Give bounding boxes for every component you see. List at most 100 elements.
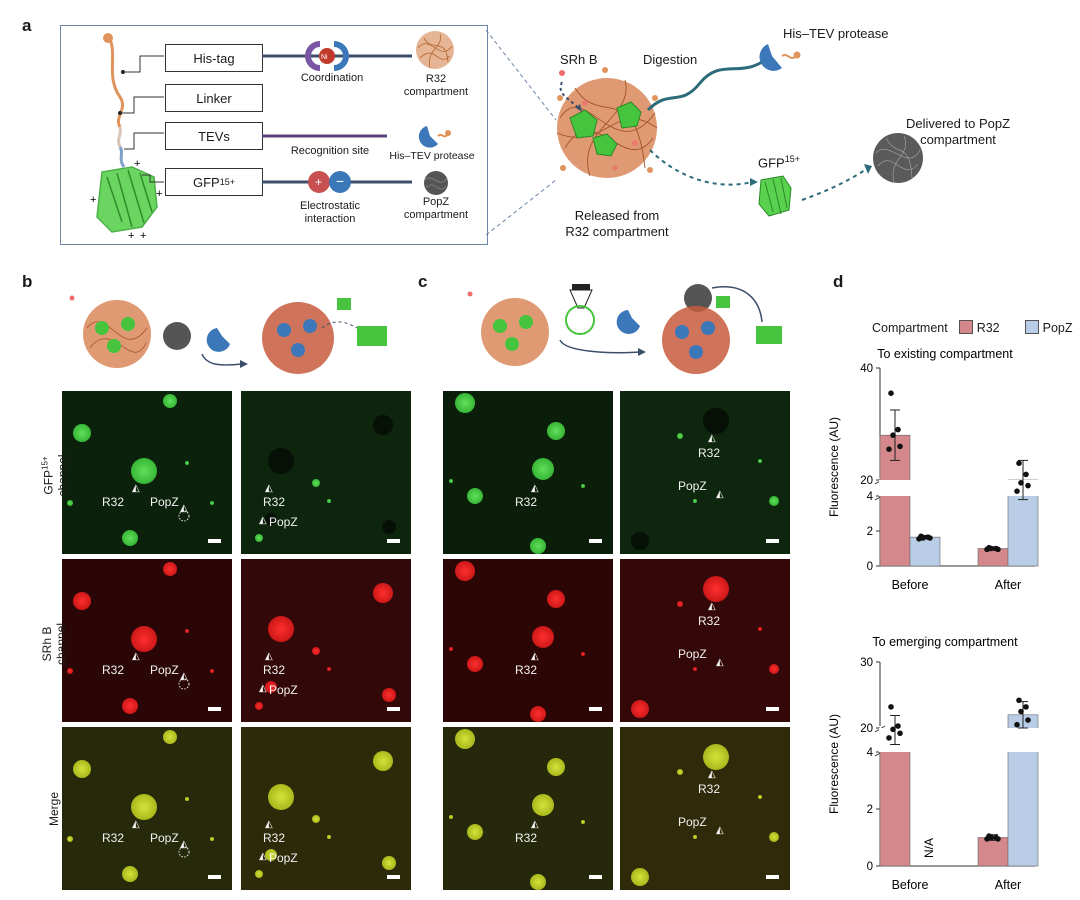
panel-letter-c: c: [418, 272, 428, 291]
label-popz: PopZ: [150, 831, 179, 845]
droplet: [73, 760, 91, 778]
micrograph-droplets: [449, 393, 585, 554]
label-popz: PopZ: [150, 663, 179, 677]
droplet: [693, 499, 697, 503]
svg-text:Ni: Ni: [321, 54, 328, 61]
recognition-line: [262, 134, 387, 138]
droplet: [131, 458, 157, 484]
svg-text:+: +: [128, 230, 134, 241]
arrowhead-icon: ◭: [716, 657, 724, 668]
arrowhead-icon: ◭: [259, 851, 267, 862]
y-tick-label: 2: [867, 804, 873, 816]
data-point: [1025, 717, 1031, 723]
y-tick-label: 0: [867, 861, 873, 873]
data-point: [888, 390, 894, 396]
scale-bar: [589, 707, 602, 711]
arrowhead-icon: ◭: [265, 819, 273, 830]
coordination-illustration: Ni: [262, 41, 412, 71]
droplet: [703, 744, 729, 770]
data-point: [995, 546, 1001, 553]
chart-title: To existing compartment: [877, 347, 1013, 361]
svg-text:+: +: [134, 158, 140, 170]
droplet: [327, 835, 331, 839]
arrowhead-icon: ◭: [132, 483, 140, 494]
data-point: [916, 536, 922, 542]
x-tick-label: After: [995, 878, 1021, 892]
y-tick-label: 20: [860, 475, 873, 487]
box-tevs: TEVs: [165, 122, 263, 150]
droplet: [769, 496, 779, 506]
droplet: [769, 832, 779, 842]
scale-bar: [766, 539, 779, 543]
droplet: [758, 459, 762, 463]
panel-c-schematic: [467, 284, 782, 374]
svg-text:+: +: [140, 230, 146, 241]
droplet: [581, 484, 585, 488]
row-label-gfp: GFP15+channel: [40, 454, 70, 497]
srhb-label: SRh B: [560, 52, 598, 67]
droplet: [67, 836, 73, 842]
droplet: [547, 758, 565, 776]
scale-bar: [766, 707, 779, 711]
droplet: [693, 835, 697, 839]
droplet: [268, 784, 294, 810]
data-point: [895, 723, 901, 729]
micrograph-r1-c4: R32◭PopZ◭: [620, 391, 790, 554]
droplet: [631, 868, 649, 886]
data-point: [927, 535, 933, 541]
micrograph-droplets: [449, 561, 585, 722]
svg-text:+: +: [156, 188, 162, 200]
label-popz: PopZ: [150, 495, 179, 509]
micrograph-r2-c3: R32◭: [443, 559, 613, 722]
micrograph-droplets: [255, 583, 396, 710]
scale-bar: [387, 707, 400, 711]
label-r32: R32: [515, 831, 538, 845]
data-point: [995, 836, 1001, 842]
data-point: [1025, 482, 1031, 489]
arrowhead-icon: ◭: [531, 483, 539, 494]
popz-dashed-circle: [178, 510, 190, 522]
micrograph-droplets: [255, 751, 396, 878]
droplet: [265, 849, 277, 861]
droplet: [547, 422, 565, 440]
svg-text:−: −: [336, 173, 344, 189]
droplet: [373, 415, 393, 435]
droplet: [268, 616, 294, 642]
arrowhead-icon: ◭: [259, 683, 267, 694]
droplet: [185, 629, 189, 633]
micrograph-droplets: [67, 394, 214, 546]
data-point: [895, 426, 901, 433]
popz-droplet-icon: [424, 171, 448, 195]
droplet: [449, 647, 453, 651]
droplet: [210, 669, 214, 673]
bar-break-gap: [879, 480, 911, 496]
label-r32: R32: [515, 495, 538, 509]
arrowhead-icon: ◭: [708, 601, 716, 612]
droplet: [327, 667, 331, 671]
arrowhead-icon: ◭: [265, 651, 273, 662]
droplet: [185, 461, 189, 465]
droplet: [265, 681, 277, 693]
droplet: [758, 795, 762, 799]
coordination-label: Coordination: [300, 72, 364, 84]
droplet: [373, 583, 393, 603]
svg-text:+: +: [90, 194, 96, 206]
micrograph-droplets: [67, 562, 214, 714]
droplet: [530, 874, 546, 890]
droplet: [677, 769, 683, 775]
droplet: [677, 601, 683, 607]
micrograph-r3-c2: R32◭PopZ◭: [241, 727, 411, 890]
micrograph-r3-c3: R32◭: [443, 727, 613, 890]
scale-bar: [208, 707, 221, 711]
scale-bar: [387, 875, 400, 879]
droplet: [631, 532, 649, 550]
leader-lines: [120, 55, 164, 183]
scale-bar: [387, 539, 400, 543]
droplet: [467, 488, 483, 504]
his-tev-small-label: His–TEV protease: [389, 150, 475, 162]
